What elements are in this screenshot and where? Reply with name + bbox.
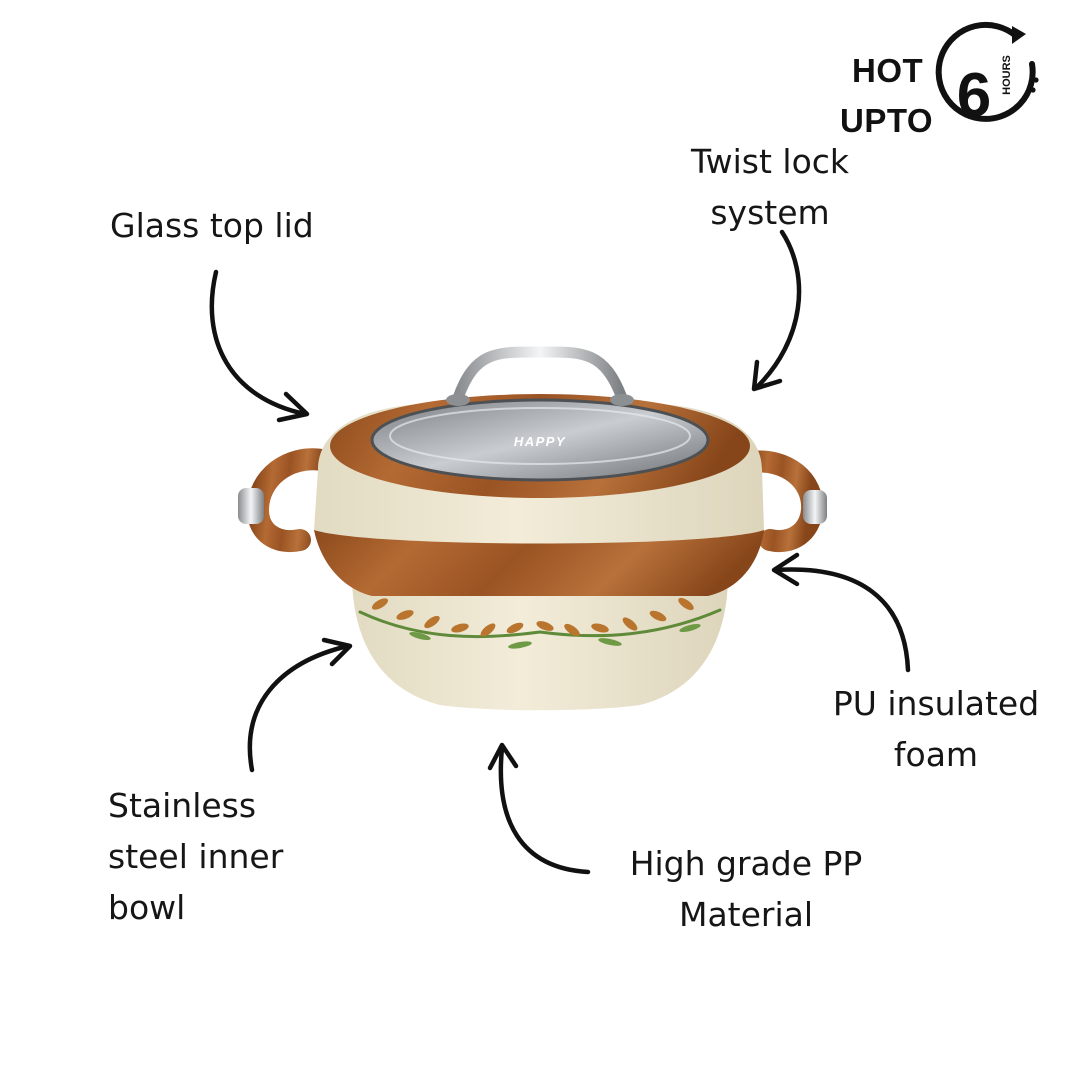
twist-lock-line-1: Twist lock xyxy=(690,142,850,181)
badge-unit: HOURS xyxy=(1001,55,1013,95)
twist-lock-label: Twist lock system xyxy=(668,136,872,238)
arrow-glass-lid xyxy=(209,269,310,423)
glass-top-lid-line: Glass top lid xyxy=(110,206,314,245)
inner-bowl-label: Stainless steel inner bowl xyxy=(108,780,283,933)
inner-bowl-line-1: Stainless xyxy=(108,786,257,825)
left-handle xyxy=(238,448,333,553)
pu-foam-line-1: PU insulated xyxy=(832,684,1040,723)
hot-upto-6-hours-badge: HOT UPTO 6 HOURS xyxy=(836,18,1056,153)
pu-foam-line-2: foam xyxy=(893,735,979,774)
badge-upto-text: UPTO xyxy=(840,102,934,139)
badge-hot-text: HOT xyxy=(852,52,924,89)
right-handle xyxy=(741,450,827,553)
bowl-body xyxy=(352,575,728,711)
badge-number: 6 xyxy=(957,61,991,130)
inner-bowl-line-3: bowl xyxy=(108,888,186,927)
arrow-inner-bowl xyxy=(247,637,353,773)
pp-material-line-1: High grade PP xyxy=(629,844,863,883)
arrow-pp-material xyxy=(487,742,591,875)
pp-material-line-2: Material xyxy=(678,895,814,934)
wood-band xyxy=(314,530,764,596)
arrow-pu-foam xyxy=(771,552,911,673)
twist-lock-line-2: system xyxy=(710,193,830,232)
lid-handle xyxy=(446,346,634,406)
wheat-decoration xyxy=(358,597,722,649)
pu-foam-label: PU insulated foam xyxy=(820,678,1052,780)
glass-top-lid-label: Glass top lid xyxy=(110,200,314,251)
arrow-twist-lock xyxy=(751,229,802,392)
brand-logo: HAPPY xyxy=(514,434,566,449)
clock-arrow-icon: 6 HOURS xyxy=(935,21,1039,130)
inner-bowl-line-2: steel inner xyxy=(108,837,284,876)
pp-material-label: High grade PP Material xyxy=(614,838,878,940)
